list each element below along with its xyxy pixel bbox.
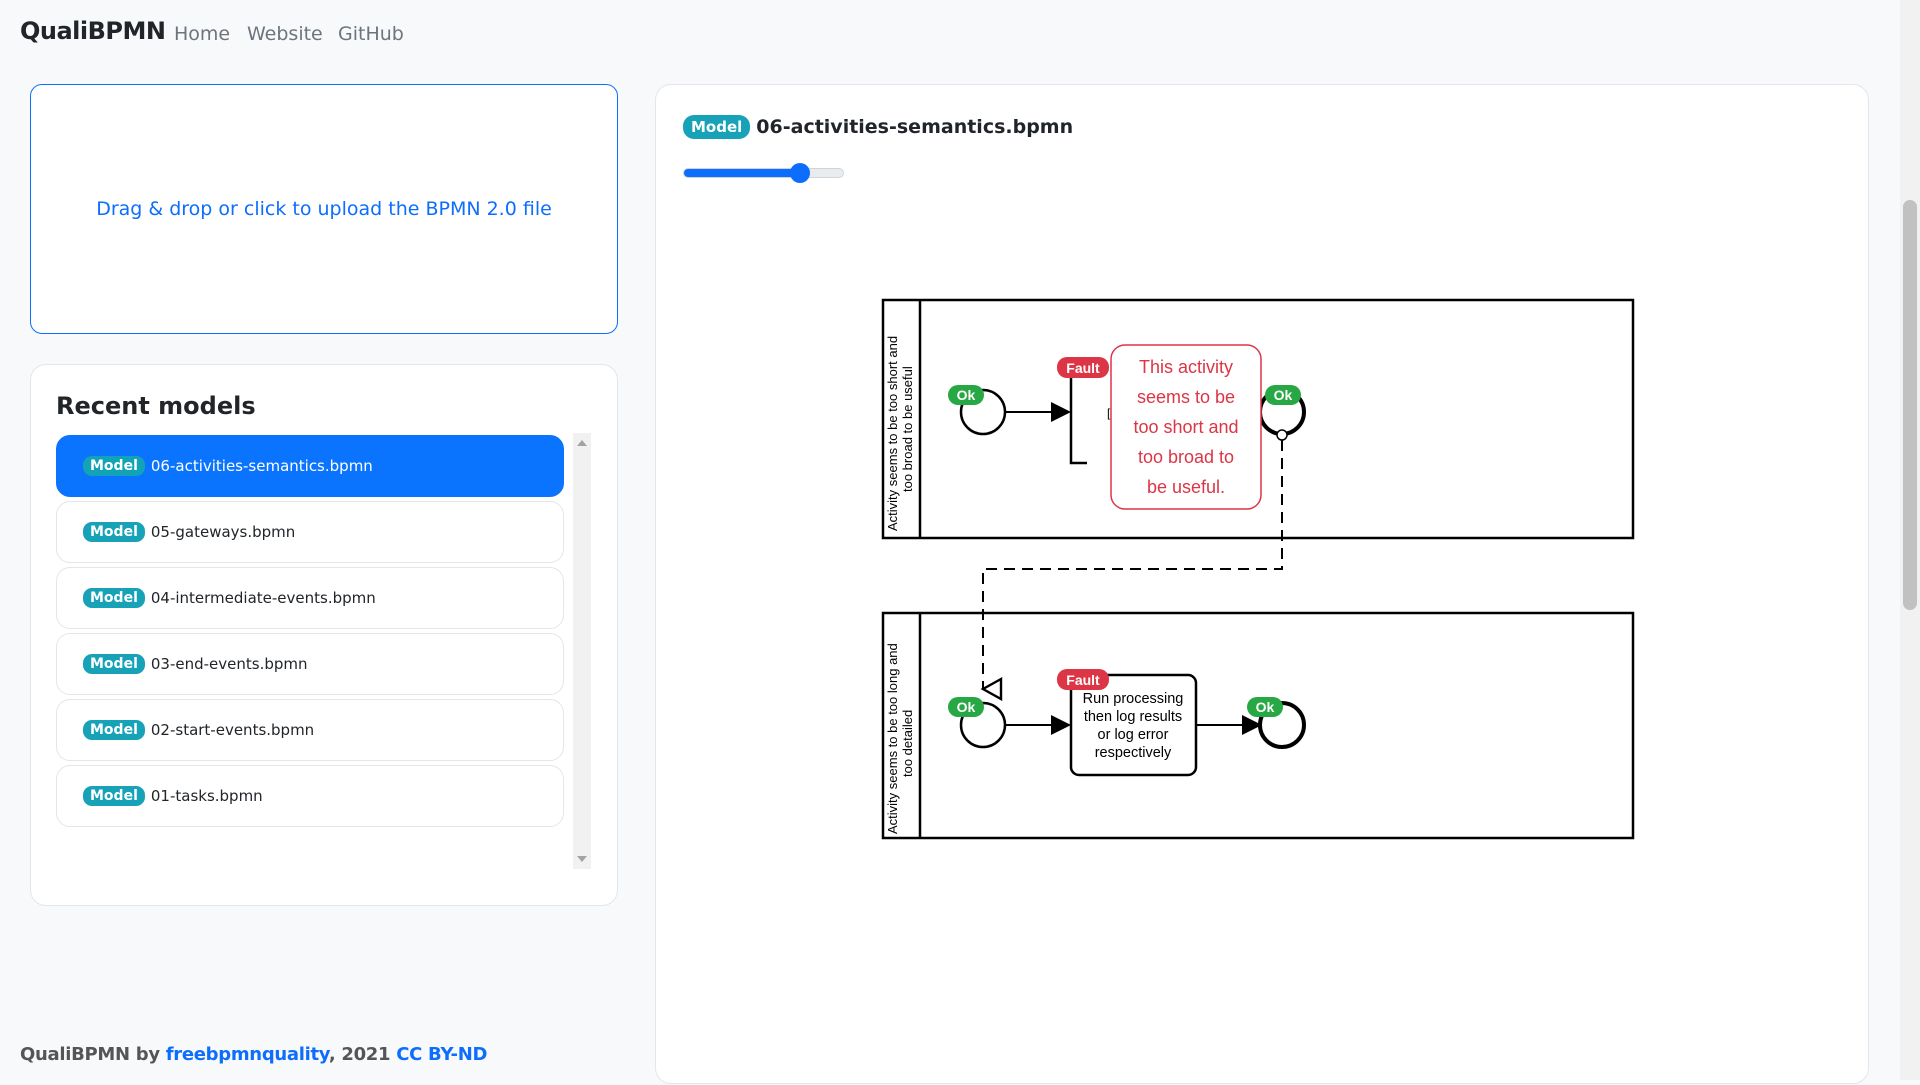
recent-list-scrollbar[interactable] xyxy=(573,433,591,869)
brand-logo[interactable]: QualiBPMN xyxy=(20,17,166,45)
fault-tooltip: This activity seems to be too short and … xyxy=(1110,344,1262,510)
fault-badge-task-2: Fault xyxy=(1057,669,1109,690)
ok-badge-start-1: Ok xyxy=(948,385,984,405)
model-badge: Model xyxy=(83,720,145,740)
list-item-label: 03-end-events.bpmn xyxy=(150,655,308,673)
model-badge: Model xyxy=(83,654,145,674)
list-item-label: 02-start-events.bpmn xyxy=(150,721,315,739)
footer: QualiBPMN by freebpmnquality, 2021 CC BY… xyxy=(20,1044,487,1065)
svg-text:Fault: Fault xyxy=(1066,360,1100,376)
task-2-line1: Run processing xyxy=(1083,691,1184,707)
footer-year: , 2021 xyxy=(328,1044,397,1065)
list-item-06[interactable]: Model 06-activities-semantics.bpmn xyxy=(56,435,564,497)
recent-models-card: Recent models Model 06-activities-semant… xyxy=(30,364,618,906)
lane-1-label-line1: Activity seems to be too short and xyxy=(885,336,900,531)
page-scrollbar-thumb[interactable] xyxy=(1903,200,1917,610)
ok-badge-end-1: Ok xyxy=(1265,385,1301,405)
message-flow-source-dot xyxy=(1276,429,1288,441)
tooltip-line2: seems to be xyxy=(1137,387,1235,407)
svg-text:Ok: Ok xyxy=(1256,699,1275,715)
task-1-fragment: [ xyxy=(1107,406,1111,420)
fault-badge-task-1: Fault xyxy=(1057,357,1109,378)
svg-text:Ok: Ok xyxy=(957,699,976,715)
ok-badge-end-2: Ok xyxy=(1247,697,1283,717)
list-item-label: 01-tasks.bpmn xyxy=(150,787,263,805)
task-2-line3: or log error xyxy=(1098,727,1169,743)
scroll-down-arrow-icon[interactable] xyxy=(577,856,587,862)
navbar: QualiBPMN Home Website GitHub xyxy=(0,0,1900,70)
footer-by: by xyxy=(129,1044,166,1065)
list-item-01[interactable]: Model 01-tasks.bpmn xyxy=(56,765,564,827)
list-item-05[interactable]: Model 05-gateways.bpmn xyxy=(56,501,564,563)
page-scrollbar[interactable] xyxy=(1900,0,1920,1080)
model-badge: Model xyxy=(83,456,145,476)
list-item-03[interactable]: Model 03-end-events.bpmn xyxy=(56,633,564,695)
footer-license-link[interactable]: CC BY-ND xyxy=(396,1044,488,1065)
lane-2-label-line1: Activity seems to be too long and xyxy=(885,643,900,834)
lane-1-label-line2: too broad to be useful xyxy=(900,366,915,492)
zoom-slider-fill xyxy=(684,169,801,177)
svg-text:Ok: Ok xyxy=(1274,387,1293,403)
tooltip-line4: too broad to xyxy=(1138,447,1234,467)
scroll-up-arrow-icon[interactable] xyxy=(577,440,587,446)
nav-link-home[interactable]: Home xyxy=(174,23,231,45)
zoom-slider[interactable] xyxy=(683,163,844,183)
viewer-filename: 06-activities-semantics.bpmn xyxy=(756,116,1074,138)
model-badge: Model xyxy=(83,588,145,608)
model-badge: Model xyxy=(83,786,145,806)
model-badge: Model xyxy=(83,522,145,542)
model-viewer-card: Model 06-activities-semantics.bpmn Activ… xyxy=(655,84,1869,1084)
recent-models-title: Recent models xyxy=(56,392,256,420)
nav-link-website[interactable]: Website xyxy=(247,23,323,45)
task-2-line4: respectively xyxy=(1095,745,1172,761)
tooltip-line1: This activity xyxy=(1139,357,1233,377)
footer-brand: QualiBPMN xyxy=(20,1044,130,1065)
model-badge: Model xyxy=(683,115,751,139)
list-item-label: 05-gateways.bpmn xyxy=(150,523,296,541)
svg-text:Ok: Ok xyxy=(957,387,976,403)
nav-link-github[interactable]: GitHub xyxy=(338,23,404,45)
svg-text:Fault: Fault xyxy=(1066,672,1100,688)
footer-author-link[interactable]: freebpmnquality xyxy=(165,1044,329,1065)
ok-badge-start-2: Ok xyxy=(948,697,984,717)
task-2-line2: then log results xyxy=(1084,709,1182,725)
list-item-04[interactable]: Model 04-intermediate-events.bpmn xyxy=(56,567,564,629)
list-item-02[interactable]: Model 02-start-events.bpmn xyxy=(56,699,564,761)
list-item-label: 06-activities-semantics.bpmn xyxy=(150,457,373,475)
message-flow xyxy=(983,440,1283,689)
upload-dropzone[interactable]: Drag & drop or click to upload the BPMN … xyxy=(30,84,618,334)
lane-2-label-line2: too detailed xyxy=(900,710,915,777)
lane-1: Activity seems to be too short and too b… xyxy=(881,298,1635,540)
list-item-label: 04-intermediate-events.bpmn xyxy=(150,589,376,607)
zoom-slider-thumb[interactable] xyxy=(790,163,811,183)
viewer-header: Model 06-activities-semantics.bpmn xyxy=(683,115,1073,139)
tooltip-line5: be useful. xyxy=(1147,477,1225,497)
bpmn-diagram: Activity seems to be too short and too b… xyxy=(881,298,1635,840)
tooltip-line3: too short and xyxy=(1133,417,1238,437)
upload-dropzone-text: Drag & drop or click to upload the BPMN … xyxy=(96,198,552,220)
